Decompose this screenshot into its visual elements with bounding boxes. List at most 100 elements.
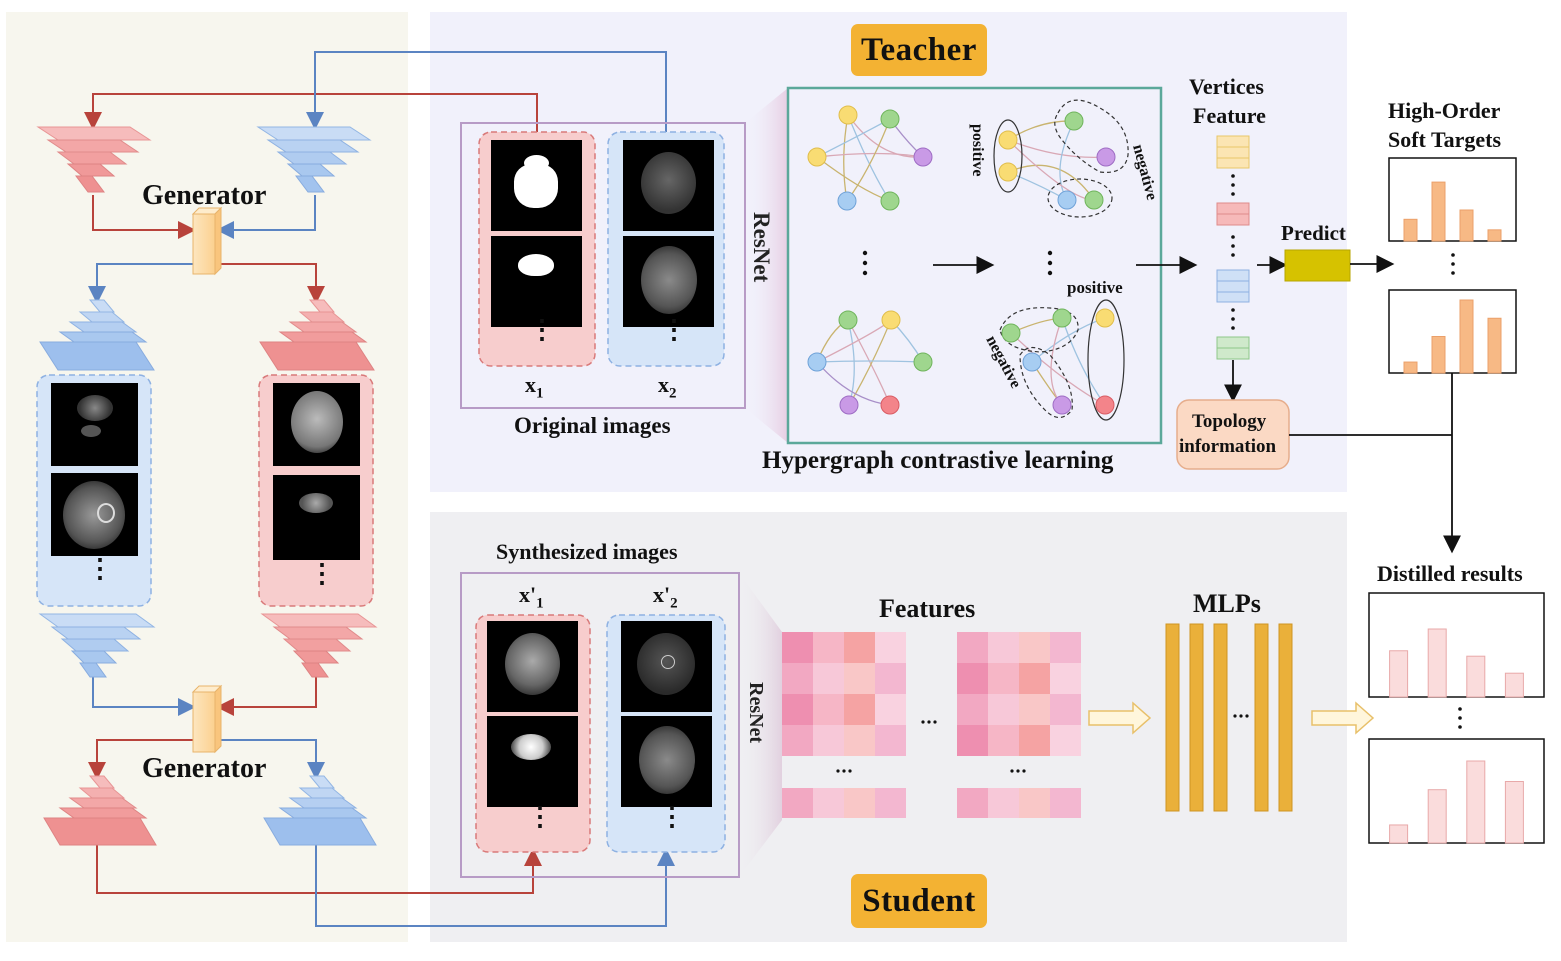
chart-dist-2-bar-4 (1504, 781, 1524, 844)
x2-synth-label-sub: 2 (670, 595, 678, 612)
features-to-mlp-arrow (1088, 701, 1152, 735)
feat-grid-1-cell (813, 725, 844, 756)
feat-grid-1-cell (782, 663, 813, 694)
chart-dist-2-bar-1 (1389, 824, 1409, 844)
distilled-ellipsis (1458, 707, 1462, 729)
feature-grid-1 (782, 632, 906, 756)
feat-grid-2-cell (1050, 663, 1081, 694)
mlp-layers (1165, 623, 1293, 812)
mlp-to-distilled-arrow (1311, 701, 1375, 735)
feat-row-1-cell (875, 788, 906, 818)
generator-bottom-label: Generator (142, 753, 267, 784)
x2-synth-label-text: x' (653, 582, 671, 607)
resnet-label-teacher: ResNet (749, 212, 774, 283)
x1-synth-image-1 (487, 621, 578, 712)
feat-row-2-cell (1019, 788, 1050, 818)
encoder-pink-mid (260, 613, 378, 678)
graph-bottom-left-nodes (807, 310, 933, 415)
chart-soft-1-bar-1 (1403, 218, 1418, 242)
x2-synth-image-1 (621, 621, 712, 712)
feat-grid-2-cell (1050, 694, 1081, 725)
x2-label: x2 (658, 372, 677, 402)
chart-soft-1-bar-3 (1459, 209, 1474, 242)
resnet-funnel-teacher (745, 88, 788, 443)
feat-row-1-cell (844, 788, 875, 818)
feat-grid-1-cell (782, 694, 813, 725)
chart-soft-2-bar-1 (1403, 361, 1418, 374)
x1-synth-label-sub: 1 (536, 595, 544, 612)
graph-bottom-right-nodes (1001, 308, 1115, 415)
feat-grid-1-cell (813, 694, 844, 725)
feat-grid-2-cell (957, 694, 988, 725)
topology-label-line1: Topology (1192, 411, 1267, 432)
vertices-feature-stack (1216, 135, 1250, 360)
chart-dist-1-bar-1 (1389, 650, 1409, 698)
soft-target-chart-2 (1403, 299, 1502, 374)
x2-label-sub: 2 (669, 385, 677, 402)
x1-synth-label-text: x' (519, 582, 537, 607)
generator-top-label: Generator (142, 180, 267, 211)
distilled-chart-2 (1389, 760, 1524, 844)
predict-label: Predict (1281, 221, 1346, 245)
decoder-blue-bottom (263, 775, 377, 846)
feat-grid-1-cell (844, 694, 875, 725)
feat-grid-1-cell (875, 694, 906, 725)
teacher-badge: Teacher (851, 24, 987, 76)
feat-grid-2-cell (957, 663, 988, 694)
resnet-label-student: ResNet (745, 682, 767, 743)
feat-grid-2-cell (1019, 725, 1050, 756)
topology-label-line2: information (1179, 436, 1277, 457)
generator-block-bottom (191, 684, 223, 754)
feat-grid-1-cell (813, 632, 844, 663)
chart-soft-1-bar-2 (1431, 181, 1446, 242)
chart-soft-2-bar-2 (1431, 336, 1446, 374)
x2-synth-image-2 (621, 716, 712, 807)
feat-grid-2-cell (988, 632, 1019, 663)
left-blue-image-1 (51, 383, 138, 466)
feat-row-2-cell (957, 788, 988, 818)
soft-targets-label-line2: Soft Targets (1388, 127, 1502, 152)
soft-target-chart-1 (1403, 181, 1502, 242)
encoder-blue-top (256, 126, 372, 193)
mlp-ellipsis (1233, 714, 1249, 718)
feat-grid-2-cell (1019, 663, 1050, 694)
chart-dist-1-bar-3 (1466, 655, 1486, 698)
soft-targets-label-line1: High-Order (1388, 98, 1501, 123)
decoder-pink-right (259, 299, 375, 371)
soft-target-ellipsis (1451, 253, 1455, 275)
hypergraph-label: Hypergraph contrastive learning (762, 447, 1114, 474)
chart-soft-2-bar-3 (1459, 299, 1474, 374)
feat-grid-1-cell (844, 725, 875, 756)
x1-stack-ellipsis: ⋮ (529, 315, 555, 344)
feat-grid-1-cell (782, 725, 813, 756)
encoder-blue-mid (38, 613, 156, 678)
feat-grid-1-cell (844, 632, 875, 663)
hypergraph-ellipsis (862, 250, 1053, 276)
feat-grid-2-cell (1050, 632, 1081, 663)
chart-dist-2-bar-2 (1427, 789, 1447, 844)
x1-label: x1 (525, 372, 544, 402)
feat-grid-2-cell (957, 725, 988, 756)
x1-label-text: x (525, 372, 536, 397)
x1-synth-ellipsis: ⋮ (527, 802, 553, 831)
predict-box (1284, 249, 1351, 282)
feat-row-1-cell (813, 788, 844, 818)
feat-grid-1-cell (875, 725, 906, 756)
graph-top-left-nodes (807, 105, 933, 211)
left-blue-image-2 (51, 473, 138, 556)
positive-label-bottom: positive (1067, 278, 1123, 297)
feature-row-2 (957, 788, 1081, 818)
x1-image-2 (491, 236, 582, 327)
feat-row-2-cell (1050, 788, 1081, 818)
left-pink-ellipsis: ⋮ (309, 559, 335, 588)
graph-top-right-nodes (998, 111, 1116, 210)
feature-grid-2 (957, 632, 1081, 756)
x1-image-1 (491, 140, 582, 231)
encoder-pink-top (36, 126, 152, 193)
feat-grid-2-cell (988, 694, 1019, 725)
student-badge: Student (851, 874, 987, 928)
vertices-label-line1: Vertices (1189, 74, 1264, 99)
chart-soft-1-bar-4 (1487, 229, 1502, 242)
generator-block-top (191, 206, 223, 276)
